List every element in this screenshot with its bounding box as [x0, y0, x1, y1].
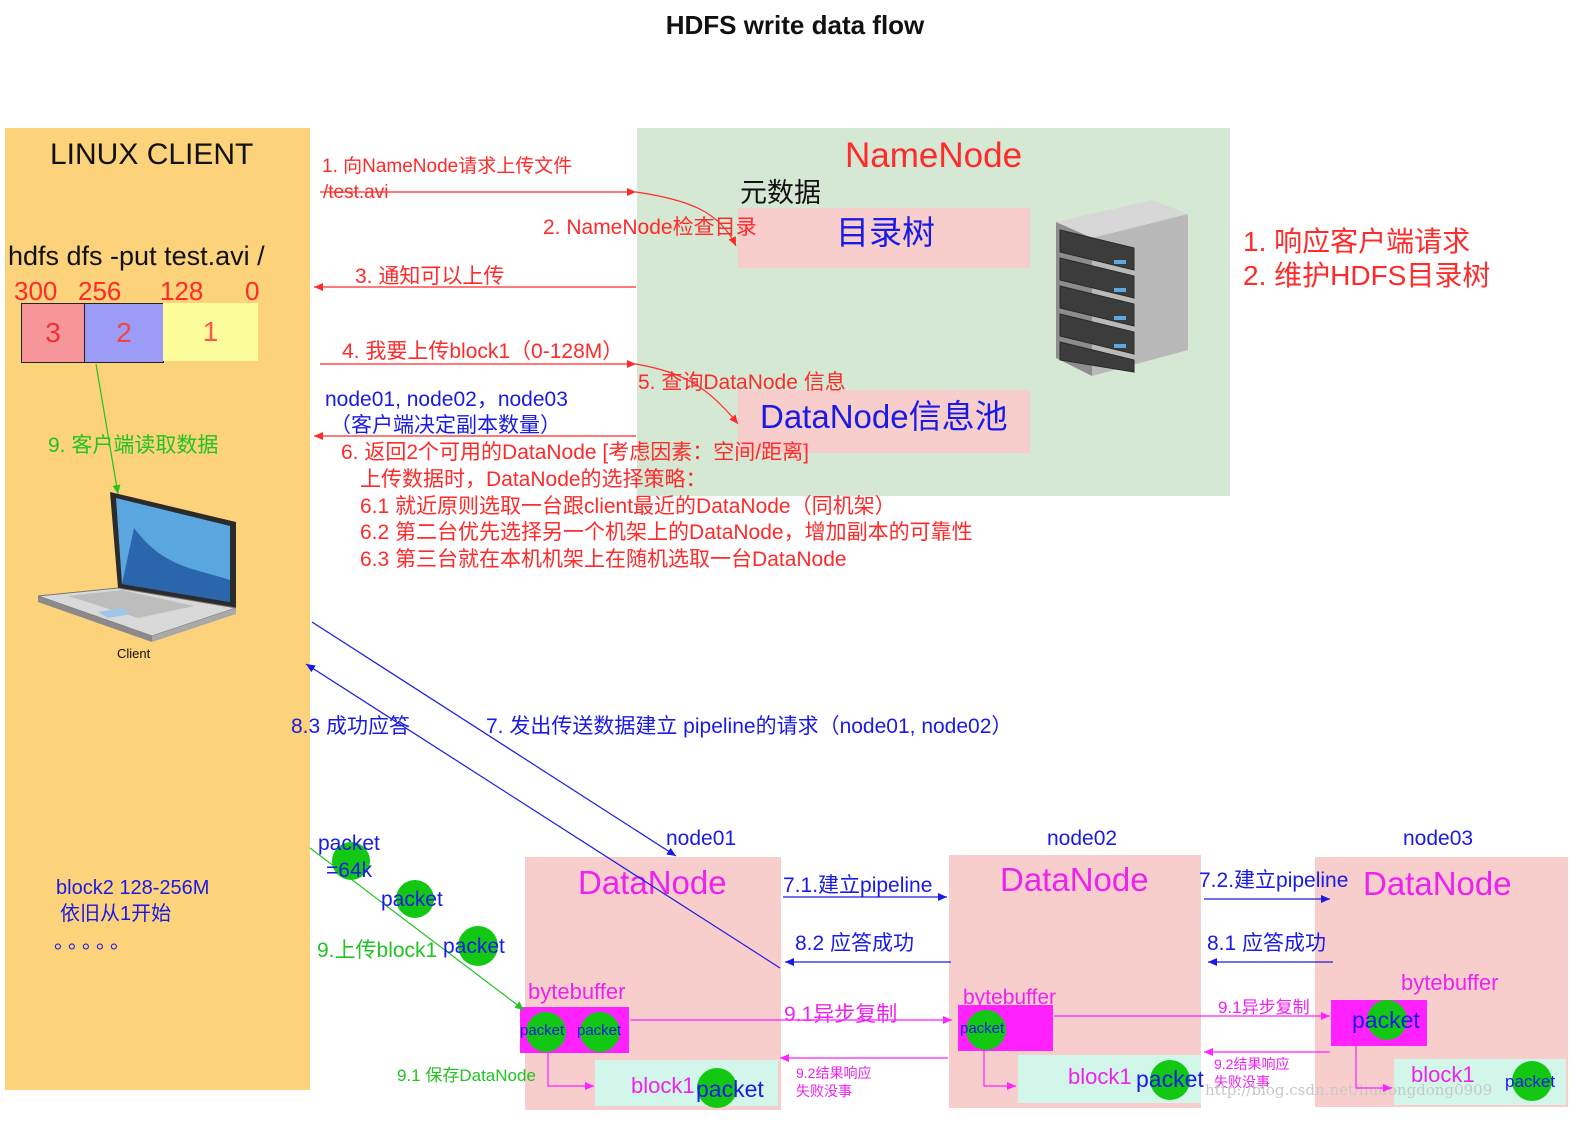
arrow-step-9-upload: [309, 847, 525, 1011]
packet-64k-label-2: =64k: [326, 859, 373, 882]
datanode-02-block-packet: packet: [1136, 1066, 1204, 1092]
file-block-1-label: 1: [202, 316, 219, 347]
step-9-2-b-line2: 失败没事: [1214, 1074, 1270, 1090]
datanode-02-block: block1: [1068, 1064, 1132, 1089]
step-3: 3. 通知可以上传: [355, 265, 505, 288]
laptop-icon: [37, 492, 237, 642]
offset-300: 300: [14, 276, 58, 306]
arrow-step-8-3: [305, 663, 781, 969]
block2-line1: block2 128-256M: [56, 877, 210, 899]
step-8-2: 8.2 应答成功: [795, 932, 915, 955]
datanode-01-packet-circle-1: [526, 1012, 566, 1052]
step-6-line5: 6.3 第三台就在本机机架上在随机选取一台DataNode: [360, 548, 847, 571]
step-9-2-a-line1: 9.2结果响应: [796, 1065, 872, 1081]
packet-circle-1: [332, 842, 370, 880]
step-9-1-async-b: 9.1异步复制: [1218, 998, 1310, 1017]
step-9-1-save: 9.1 保存DataNode: [397, 1066, 536, 1085]
arrow-step-5: [635, 363, 739, 425]
datanode-01-packet-circle-2: [580, 1012, 620, 1052]
datanode-02-title: DataNode: [1000, 861, 1149, 898]
datanode-01-packet-1: packet: [520, 1022, 565, 1039]
block2-line2: 依旧从1开始: [60, 903, 172, 925]
offset-0: 0: [245, 276, 260, 306]
namenode-duty-2: 2. 维护HDFS目录树: [1243, 260, 1491, 291]
file-block-2-label: 2: [116, 317, 132, 348]
datanode-03-packet: packet: [1352, 1007, 1420, 1033]
step-6-line1: 6. 返回2个可用的DataNode [考虑因素：空间/距离]: [341, 441, 809, 464]
datanode-01-block-packet-circle: [697, 1068, 737, 1108]
arrow-step-9-read: [95, 363, 121, 495]
step-6-line3: 6.1 就近原则选取一台跟client最近的DataNode（同机架）: [360, 495, 896, 518]
step-7-1: 7.1.建立pipeline: [783, 874, 933, 897]
datanode-03-block-packet: packet: [1505, 1072, 1556, 1091]
datanode-03-packet-circle: [1367, 1000, 1407, 1040]
step-6-line4: 6.2 第二台优先选择另一个机架上的DataNode，增加副本的可靠性: [360, 521, 973, 544]
step-1-line1: 1. 向NameNode请求上传文件: [322, 156, 573, 177]
step-8-1: 8.1 应答成功: [1207, 932, 1327, 955]
step-4: 4. 我要上传block1（0-128M）: [342, 340, 624, 363]
datanode-02-block-packet-circle: [1150, 1060, 1190, 1100]
arrow-step-9-1-save: [547, 1052, 594, 1090]
nodes-line2: （客户端决定副本数量）: [330, 414, 561, 437]
page-title: HDFS write data flow: [665, 10, 925, 40]
dn-pool-box: [738, 390, 1030, 453]
datanode-01-block-box: [595, 1060, 778, 1106]
packet-mid-label: packet: [381, 888, 443, 911]
node03-label: node03: [1403, 827, 1474, 850]
arrow-step-2: [635, 191, 737, 247]
dn-pool-label: DataNode信息池: [760, 398, 1008, 435]
step-9-upload: 9.上传block1: [317, 939, 438, 962]
laptop-label: Client: [117, 646, 151, 661]
step-8-3: 8.3 成功应答: [291, 715, 411, 738]
dir-tree-box: [738, 208, 1030, 268]
datanode-03-title: DataNode: [1363, 865, 1512, 902]
node01-label: node01: [666, 827, 737, 850]
datanode-02-packet: packet: [960, 1020, 1005, 1037]
step-9-2-b-line1: 9.2结果响应: [1214, 1056, 1290, 1072]
arrow-node02-save: [983, 1050, 1016, 1090]
file-block-1: 1: [163, 303, 258, 361]
step-7: 7. 发出传送数据建立 pipeline的请求（node01, node02）: [486, 715, 1013, 738]
block2-ellipsis: 。。。。。: [54, 931, 134, 953]
step-6-line2: 上传数据时，DataNode的选择策略：: [360, 468, 707, 491]
file-block-2: 2: [84, 303, 164, 363]
nodes-line1: node01, node02，node03: [325, 388, 568, 411]
node02-label: node02: [1047, 827, 1118, 850]
datanode-01-buffer: bytebuffer: [528, 979, 626, 1004]
server-icon: [1056, 200, 1188, 376]
datanode-03-block-packet-circle: [1512, 1061, 1552, 1101]
datanode-01-block-packet: packet: [696, 1076, 764, 1102]
step-9-2-a-line2: 失败没事: [796, 1083, 852, 1099]
packet-upload-label: packet: [443, 935, 505, 958]
datanode-01-title: DataNode: [578, 864, 727, 901]
offset-128: 128: [160, 276, 204, 306]
offset-256: 256: [78, 276, 122, 306]
step-2: 2. NameNode检查目录: [543, 216, 757, 239]
step-7-2: 7.2.建立pipeline: [1199, 869, 1349, 892]
datanode-03-block: block1: [1411, 1062, 1475, 1087]
namenode-title: NameNode: [845, 136, 1023, 175]
datanode-02-buffer: bytebuffer: [963, 986, 1057, 1009]
step-5: 5. 查询DataNode 信息: [638, 371, 846, 394]
arrow-step-7: [311, 621, 677, 857]
arrow-node03-save: [1355, 1046, 1392, 1092]
datanode-01-block: block1: [631, 1073, 695, 1098]
step-9-read: 9. 客户端读取数据: [48, 434, 219, 457]
datanode-03-buffer: bytebuffer: [1401, 970, 1499, 995]
datanode-01-packet-2: packet: [577, 1022, 622, 1039]
metadata-label: 元数据: [740, 178, 821, 208]
watermark: http://blog.csdn.net/liudongdong0909: [1205, 1081, 1493, 1099]
packet-64k-label-1: packet: [318, 832, 380, 855]
namenode-duty-1: 1. 响应客户端请求: [1243, 226, 1471, 257]
client-command: hdfs dfs -put test.avi /: [8, 241, 265, 271]
dir-tree-label: 目录树: [836, 214, 935, 251]
client-title: LINUX CLIENT: [50, 138, 254, 171]
datanode-02-packet-circle: [966, 1010, 1006, 1050]
packet-circle-3: [458, 926, 498, 966]
file-block-3-label: 3: [45, 317, 61, 348]
packet-circle-2: [396, 880, 434, 918]
